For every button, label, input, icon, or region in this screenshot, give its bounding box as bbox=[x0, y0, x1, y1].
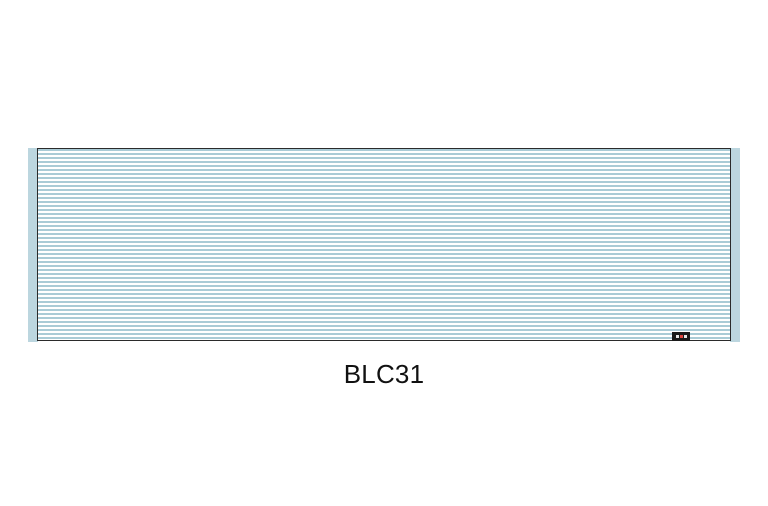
right-end-cap bbox=[730, 148, 740, 342]
left-end-cap bbox=[28, 148, 38, 342]
badge-dot-left bbox=[675, 335, 679, 338]
product-label: BLC31 bbox=[343, 359, 425, 389]
badge-dot-right bbox=[683, 335, 687, 338]
striped-panel bbox=[37, 148, 731, 341]
badge-dot-center bbox=[679, 335, 683, 338]
logo-badge-icon bbox=[672, 332, 690, 341]
